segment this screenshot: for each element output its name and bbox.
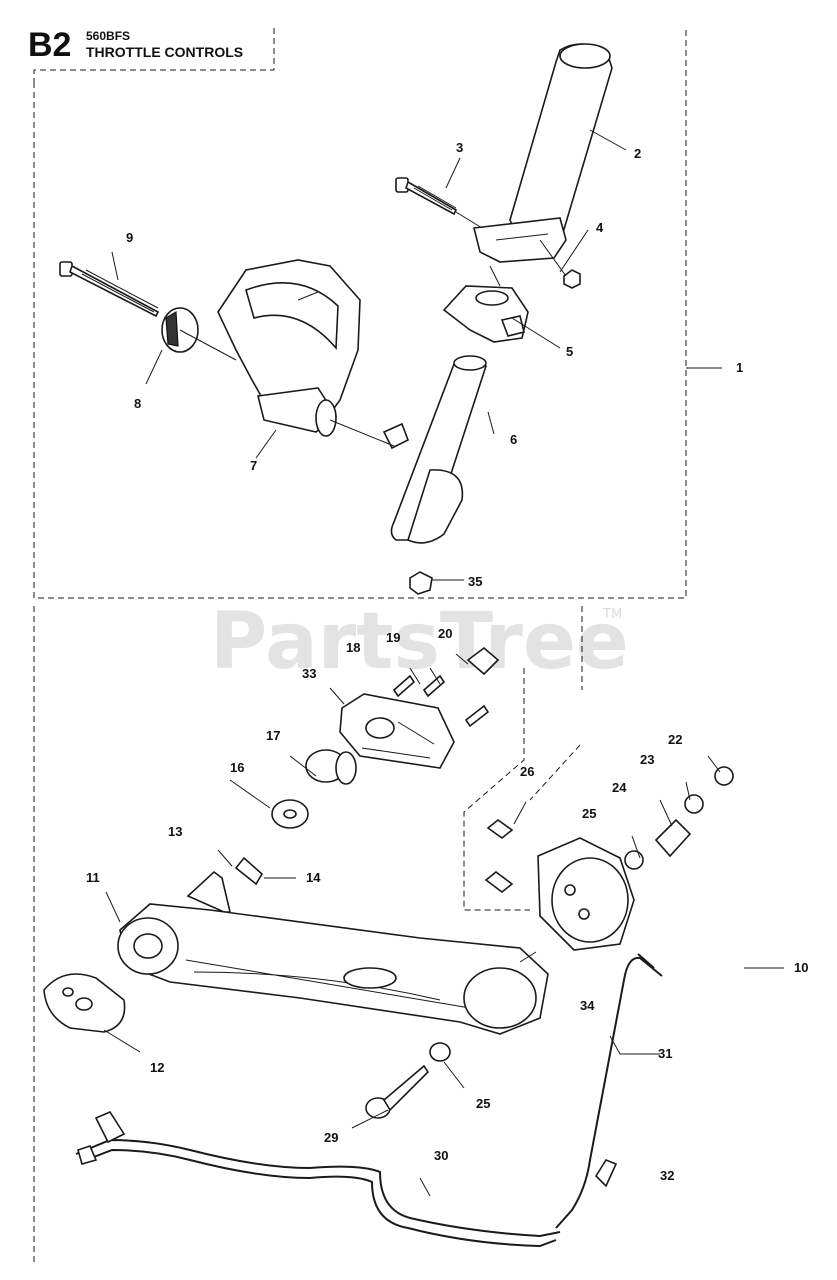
callout-9: 9 — [126, 230, 133, 245]
watermark-text: PartsTree — [210, 597, 629, 687]
callout-17: 17 — [266, 728, 280, 743]
part-3-bolt — [395, 177, 458, 216]
callout-12: 12 — [150, 1060, 164, 1075]
part-5-clamp — [442, 285, 529, 343]
part-10-bracket — [537, 837, 635, 951]
callout-13: 13 — [168, 824, 182, 839]
part-29-pin — [365, 1064, 430, 1119]
part-13-lever — [186, 870, 232, 913]
part-11-lever-body — [117, 903, 549, 1035]
callout-10: 10 — [794, 960, 808, 975]
lower-leader-lines — [103, 653, 784, 1197]
callout-30: 30 — [434, 1148, 448, 1163]
part-20-pad — [466, 646, 500, 676]
part-32-connector — [594, 1159, 618, 1188]
part-16-washer — [271, 799, 309, 829]
part-22-25-hardware — [624, 766, 734, 870]
callout-22: 22 — [668, 732, 682, 747]
section-title: THROTTLE CONTROLS — [86, 44, 243, 60]
diagram-header: B2 560BFS THROTTLE CONTROLS — [28, 26, 275, 82]
callout-25-upper: 25 — [582, 806, 596, 821]
watermark: PartsTree TM — [210, 597, 629, 687]
part-17-bushing — [305, 749, 357, 785]
part-2-handle-grip — [473, 43, 613, 263]
callout-1: 1 — [736, 360, 743, 375]
header-frame — [33, 28, 275, 82]
part-33-switch-housing — [339, 693, 455, 769]
part-31-cable — [555, 953, 663, 1229]
callout-7: 7 — [250, 458, 257, 473]
callout-5: 5 — [566, 344, 573, 359]
callout-33: 33 — [302, 666, 316, 681]
callout-16: 16 — [230, 760, 244, 775]
group-26-boundary — [463, 668, 530, 911]
part-14-spring — [234, 856, 264, 886]
part-18-19-screws — [392, 674, 490, 728]
callout-23: 23 — [640, 752, 654, 767]
lower-divider-2 — [529, 744, 581, 801]
callout-34: 34 — [580, 998, 595, 1013]
callout-31: 31 — [658, 1046, 672, 1061]
callout-25-lower: 25 — [476, 1096, 490, 1111]
model-number: 560BFS — [86, 29, 130, 43]
part-26-screws — [484, 818, 514, 894]
upper-alignment-lines — [179, 211, 567, 447]
callout-3: 3 — [456, 140, 463, 155]
callout-29: 29 — [324, 1130, 338, 1145]
callout-32: 32 — [660, 1168, 674, 1183]
group-1-boundary — [33, 28, 687, 599]
callout-19: 19 — [386, 630, 400, 645]
part-25-washer-lower — [429, 1042, 451, 1062]
callout-14: 14 — [306, 870, 321, 885]
watermark-trademark: TM — [602, 607, 622, 622]
part-30-wire-harness — [75, 1110, 561, 1248]
callout-24: 24 — [612, 780, 627, 795]
part-6-tube — [382, 355, 487, 544]
callout-18: 18 — [346, 640, 360, 655]
section-code: B2 — [28, 26, 71, 64]
part-4-nut — [563, 269, 581, 289]
callout-20: 20 — [438, 626, 452, 641]
part-7-housing — [217, 259, 361, 437]
callout-26: 26 — [520, 764, 534, 779]
callout-11: 11 — [86, 870, 100, 885]
part-12-cover — [43, 973, 126, 1033]
callout-2: 2 — [634, 146, 641, 161]
callout-35: 35 — [468, 574, 482, 589]
callout-labels: 1 2 3 4 5 6 7 8 9 10 11 12 13 14 16 17 1… — [86, 140, 808, 1183]
callout-8: 8 — [134, 396, 141, 411]
callout-4: 4 — [596, 220, 604, 235]
part-35-clip — [409, 571, 433, 595]
callout-6: 6 — [510, 432, 517, 447]
part-9-screw — [59, 261, 160, 318]
upper-leader-lines — [111, 129, 722, 581]
